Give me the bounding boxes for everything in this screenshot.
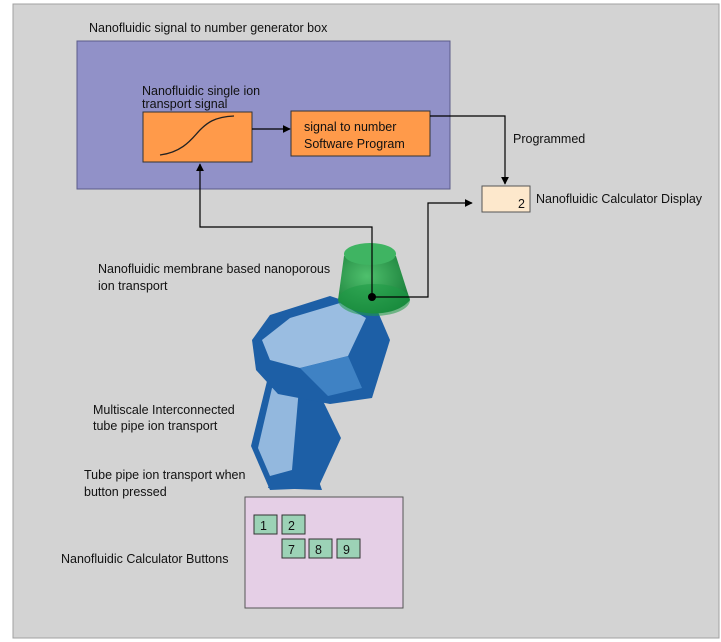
tube-pipe-label-line1: Tube pipe ion transport when (84, 468, 245, 482)
calc-key-7[interactable]: 7 (281, 538, 306, 559)
membrane-label-line2: ion transport (98, 279, 168, 293)
sigmoid-signal-curve (159, 115, 235, 156)
calc-key-8-label: 8 (315, 543, 322, 557)
calculator-display (481, 185, 531, 213)
calc-key-2[interactable]: 2 (281, 514, 306, 535)
calc-key-9[interactable]: 9 (336, 538, 361, 559)
calculator-buttons-label: Nanofluidic Calculator Buttons (61, 552, 228, 566)
arrow-membrane-to-display (372, 199, 473, 298)
signal-label-line2: transport signal (142, 97, 227, 111)
arrow-programmed (430, 115, 509, 185)
calculator-display-label: Nanofluidic Calculator Display (536, 192, 703, 206)
software-program-box (290, 110, 431, 157)
generator-box-title: Nanofluidic signal to number generator b… (89, 21, 328, 35)
software-program-line1: signal to number (304, 120, 396, 134)
programmed-label: Programmed (513, 132, 585, 146)
multiscale-label-line1: Multiscale Interconnected (93, 403, 235, 417)
membrane-label-line1: Nanofluidic membrane based nanoporous (98, 262, 330, 276)
calculator-display-value: 2 (518, 197, 525, 211)
arrow-membrane-to-signal (196, 163, 373, 297)
calc-key-1[interactable]: 1 (253, 514, 278, 535)
calc-key-8[interactable]: 8 (308, 538, 333, 559)
calc-key-2-label: 2 (288, 519, 295, 533)
calc-key-7-label: 7 (288, 543, 295, 557)
pipe-top-segment (252, 296, 390, 404)
signal-label-line1: Nanofluidic single ion (142, 84, 260, 98)
software-program-line2: Software Program (304, 137, 405, 151)
signal-box (142, 111, 253, 163)
multiscale-label-line2: tube pipe ion transport (93, 419, 218, 433)
tube-pipe-label-line2: button pressed (84, 485, 167, 499)
calc-key-1-label: 1 (260, 519, 267, 533)
calc-key-9-label: 9 (343, 543, 350, 557)
